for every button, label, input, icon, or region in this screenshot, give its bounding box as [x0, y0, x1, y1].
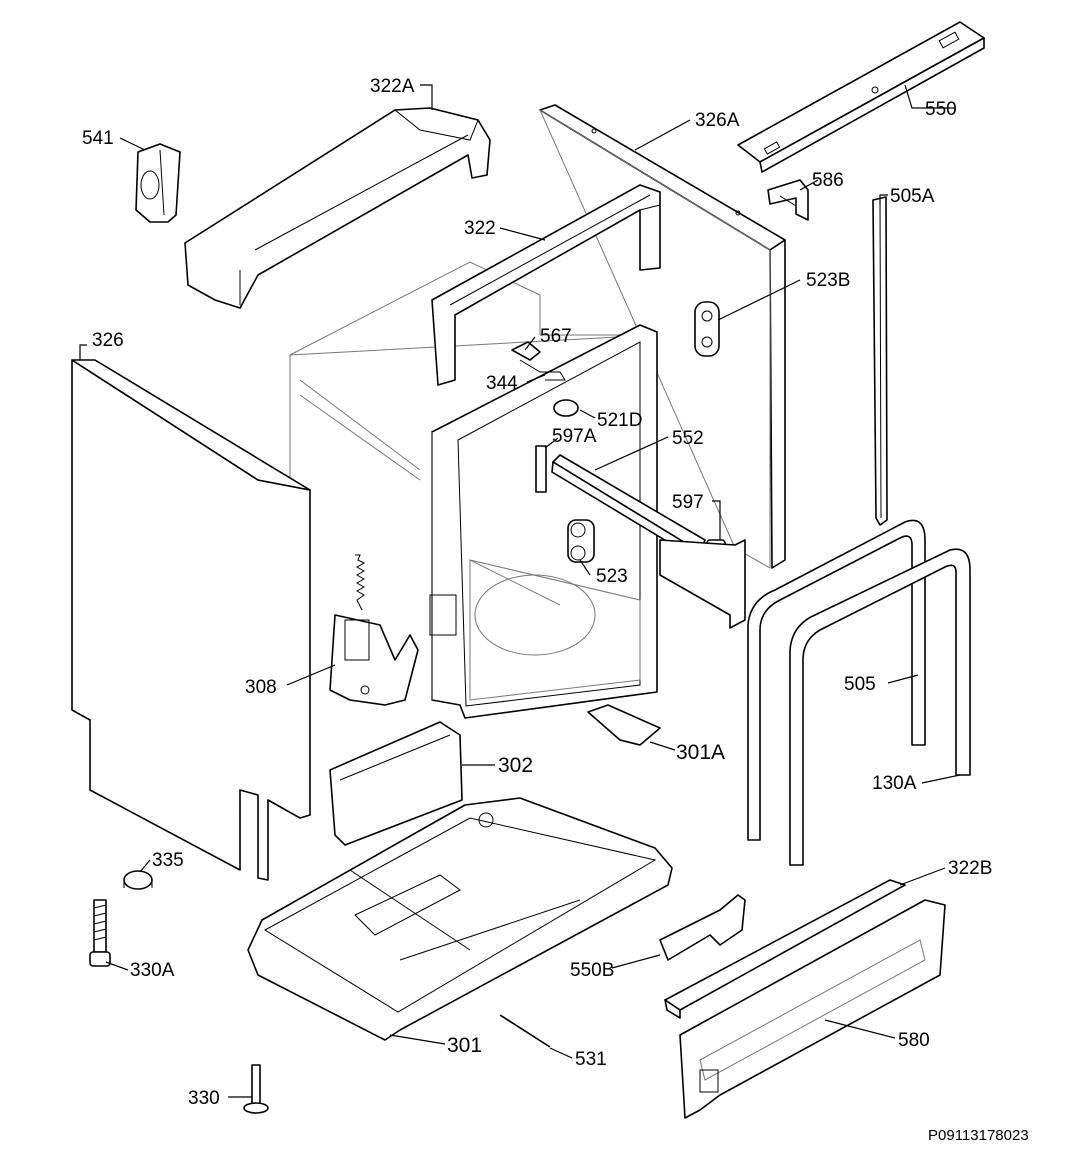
part-586-clip	[767, 179, 809, 221]
label-541: 541	[82, 128, 114, 149]
label-505: 505	[844, 674, 876, 695]
part-541-lock	[135, 143, 181, 223]
part-302-front-panel	[329, 721, 463, 846]
label-301a: 301A	[676, 741, 725, 764]
callout-labels: 541 322A 326A 550 586 505A 322 523B 326 …	[82, 76, 992, 1109]
label-335: 335	[152, 850, 184, 871]
part-326a-side-panel	[538, 104, 786, 569]
label-550: 550	[925, 99, 957, 120]
label-322b: 322B	[948, 858, 992, 879]
label-580: 580	[898, 1030, 930, 1051]
part-322b-strip	[664, 879, 906, 1019]
part-550-top-strip	[737, 21, 985, 173]
label-505a: 505A	[890, 186, 935, 207]
part-505-door-seal	[747, 519, 926, 841]
part-326a-lower-edge	[659, 539, 746, 629]
label-330a: 330A	[130, 960, 175, 981]
leader-lines	[79, 84, 961, 1098]
part-inner-door-frame	[429, 324, 658, 719]
label-322a: 322A	[370, 76, 415, 97]
label-521d: 521D	[597, 410, 642, 431]
label-597a: 597A	[552, 426, 597, 447]
label-523b: 523B	[806, 270, 850, 291]
part-580-bottom-panel	[679, 899, 946, 1119]
label-523: 523	[596, 566, 628, 587]
part-330a-screw	[89, 899, 111, 967]
part-531-pin	[499, 1014, 551, 1048]
part-330-screw	[243, 1064, 269, 1114]
part-521d-cap	[553, 399, 579, 417]
label-302: 302	[498, 754, 533, 777]
label-531: 531	[575, 1049, 607, 1070]
label-326a: 326A	[695, 110, 740, 131]
reference-code: P09113178023	[928, 1127, 1029, 1144]
part-523-grommet	[567, 519, 595, 563]
part-130a-gasket	[789, 548, 971, 866]
label-322: 322	[464, 218, 496, 239]
part-322a-top-frame	[184, 107, 491, 309]
label-301: 301	[447, 1034, 482, 1057]
part-301-base-frame	[247, 797, 673, 1041]
label-326: 326	[92, 330, 124, 351]
label-344: 344	[486, 373, 518, 394]
label-550b: 550B	[570, 960, 614, 981]
part-326-side-panel	[71, 359, 311, 881]
part-335-foot	[123, 870, 153, 890]
label-330: 330	[188, 1088, 220, 1109]
label-586: 586	[812, 170, 844, 191]
part-308-hinge	[329, 554, 419, 706]
part-322-u-frame	[431, 184, 661, 386]
label-130a: 130A	[872, 773, 917, 794]
part-550b-bracket	[659, 894, 746, 961]
label-308: 308	[245, 677, 277, 698]
part-523b-grommet	[694, 301, 720, 357]
label-552: 552	[672, 428, 704, 449]
label-567: 567	[540, 326, 572, 347]
label-597: 597	[672, 492, 704, 513]
part-301a-bracket	[587, 704, 661, 746]
part-505a-vertical-seal	[872, 196, 888, 526]
part-567-344-bracket	[511, 341, 566, 381]
part-597a-clip	[535, 445, 547, 493]
